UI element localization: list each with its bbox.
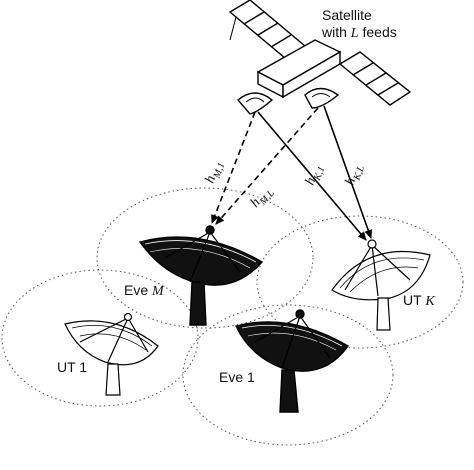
label-h-k-l: hK,L xyxy=(343,161,367,188)
channel-labels: hM,1 hM,L hK,1 hK,L xyxy=(203,159,367,213)
coverage-ut-k xyxy=(256,215,464,349)
dish-eve-m xyxy=(138,225,264,326)
label-ut-1: UT 1 xyxy=(57,359,87,375)
coverage-eve-1 xyxy=(182,304,394,446)
link-h-m-l xyxy=(215,107,319,225)
label-ut-k: UT K xyxy=(403,292,435,309)
label-eve-m: Eve M xyxy=(124,282,165,299)
link-h-k-l xyxy=(323,105,373,239)
dish-ut-k xyxy=(331,239,431,331)
label-h-m-1: hM,1 xyxy=(203,159,228,187)
solar-panel-left xyxy=(228,0,307,59)
satellite xyxy=(228,0,412,115)
coverage-eve-m xyxy=(96,187,314,329)
channel-links xyxy=(211,105,373,241)
link-h-k-1 xyxy=(257,111,367,241)
feed-horn-right xyxy=(304,87,340,109)
dish-ut-1 xyxy=(64,312,159,396)
label-eve-1: Eve 1 xyxy=(219,369,255,385)
feed-horn-left xyxy=(237,92,274,115)
satellite-body xyxy=(256,39,342,99)
satellite-caption-line1: Satellite xyxy=(322,7,372,23)
satellite-caption-line2: with L feeds xyxy=(321,24,397,41)
coverage-areas xyxy=(1,187,464,446)
solar-panel-right xyxy=(338,51,412,106)
dish-eve-1 xyxy=(235,309,350,413)
label-h-m-l: hM,L xyxy=(248,183,277,213)
coverage-ut-1 xyxy=(1,269,199,407)
label-h-k-1: hK,1 xyxy=(303,162,328,188)
